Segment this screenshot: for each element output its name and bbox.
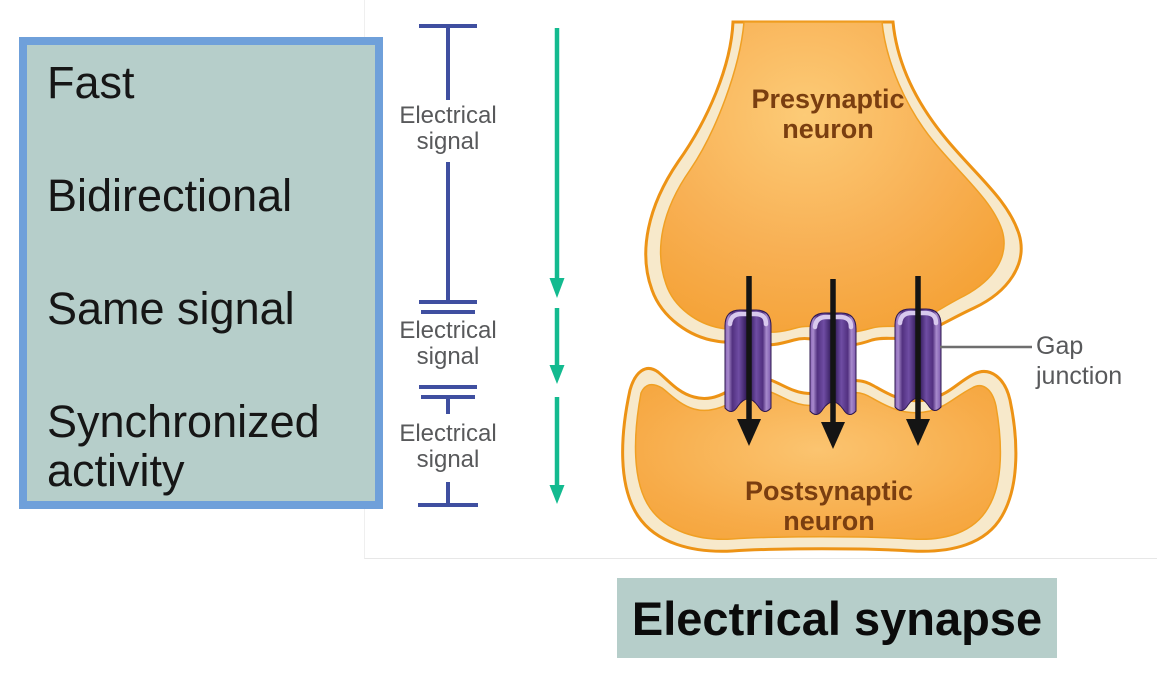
down-arrow-icon — [549, 397, 565, 504]
gap-junction-plates-icon — [419, 300, 477, 314]
caption-bar: Electrical synapse — [617, 578, 1057, 658]
signal-arrow-icon — [821, 279, 845, 449]
properties-callout-box: Fast Bidirectional Same signal Synchroni… — [19, 37, 383, 509]
electrical-signal-label-1: Electrical signal — [399, 102, 497, 155]
property-same-signal: Same signal — [47, 283, 295, 334]
caption-title: Electrical synapse — [631, 591, 1043, 645]
synapse-illustration — [621, 20, 1032, 553]
property-bidirectional: Bidirectional — [47, 170, 293, 221]
signal-flow-symbols — [418, 24, 565, 507]
electrical-signal-label-3: Electrical signal — [399, 420, 497, 473]
membrane-bar-icon — [419, 24, 477, 100]
presynaptic-neuron-label: Presynaptic neuron — [751, 84, 905, 144]
down-arrow-icon — [549, 308, 565, 384]
signal-arrow-icon — [906, 276, 930, 446]
gap-junction-label: Gap junction — [1036, 332, 1123, 390]
property-synchronized-activity: Synchronized activity — [47, 396, 320, 496]
property-fast: Fast — [47, 57, 135, 108]
signal-arrow-icon — [737, 276, 761, 446]
postsynaptic-neuron-label: Postsynaptic neuron — [744, 476, 914, 536]
electrical-signal-label-2: Electrical signal — [399, 317, 497, 370]
membrane-bar-icon — [418, 482, 478, 507]
down-arrow-icon — [549, 28, 565, 298]
gap-junction-plates-icon — [419, 385, 477, 414]
